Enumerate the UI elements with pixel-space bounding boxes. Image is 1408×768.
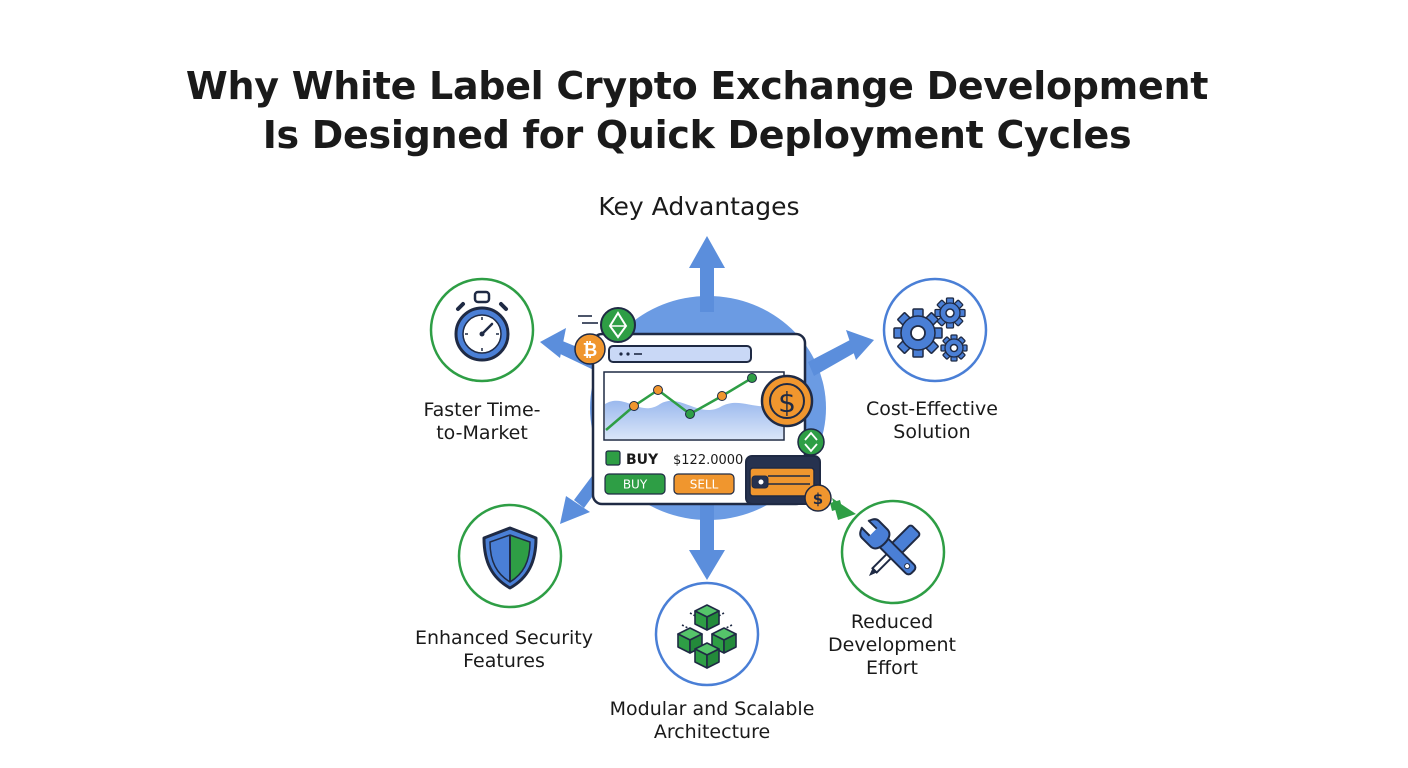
- radial-arrows: [540, 236, 874, 580]
- gears-icon: [893, 297, 968, 362]
- label-cost-effective-solution: Cost-Effective Solution: [866, 398, 998, 443]
- price-area: [605, 400, 783, 439]
- shield-icon: [482, 526, 538, 590]
- buy-button[interactable]: [604, 473, 666, 495]
- reduced-development-effort-node: [840, 499, 946, 605]
- modular-scalable-node: [654, 581, 760, 687]
- page-title: Why White Label Crypto Exchange Developm…: [0, 62, 1394, 160]
- diagram-subtitle: Key Advantages: [598, 192, 800, 221]
- buy-button-label: BUY: [623, 478, 648, 492]
- enhanced-security-node: [457, 503, 563, 609]
- faster-time-to-market-node: [429, 277, 535, 383]
- label-modular-scalable: Modular and Scalable Architecture: [609, 698, 815, 743]
- ethereum-coin: [578, 307, 636, 343]
- wrench-screwdriver-icon: [858, 517, 921, 577]
- title-line-1: Why White Label Crypto Exchange Developm…: [185, 64, 1209, 108]
- label-faster-time-to-market: Faster Time- to-Market: [423, 399, 541, 444]
- svg-text:$: $: [813, 490, 823, 508]
- buy-label: BUY: [626, 452, 659, 468]
- arrow-lower-right-head: [832, 498, 856, 520]
- price-value: $122.0000: [673, 453, 743, 468]
- dollar-coin: $: [760, 374, 814, 428]
- exchange-coin: [797, 428, 825, 456]
- arrow-up: [689, 236, 725, 312]
- label-reduced-development-effort: Reduced Development Effort: [828, 611, 956, 679]
- title-line-2: Is Designed for Quick Deployment Cycles: [262, 113, 1132, 157]
- stopwatch-icon: [454, 290, 510, 362]
- sell-button[interactable]: [673, 473, 735, 495]
- price-line: [605, 376, 753, 431]
- bitcoin-coin: ₿: [574, 333, 606, 365]
- label-enhanced-security: Enhanced Security Features: [414, 627, 594, 672]
- arrow-upper-right: [808, 330, 874, 376]
- sell-button-label: SELL: [690, 478, 719, 492]
- svg-text:$: $: [778, 386, 796, 419]
- buy-checkbox: [605, 450, 621, 466]
- address-bar: [608, 345, 752, 363]
- cost-effective-solution-node: [882, 277, 988, 383]
- modular-cubes-icon: [677, 604, 737, 669]
- svg-text:₿: ₿: [583, 340, 598, 361]
- wallet-icon: [745, 455, 821, 505]
- arrow-down: [689, 505, 725, 580]
- small-dollar-coin: $: [804, 484, 832, 512]
